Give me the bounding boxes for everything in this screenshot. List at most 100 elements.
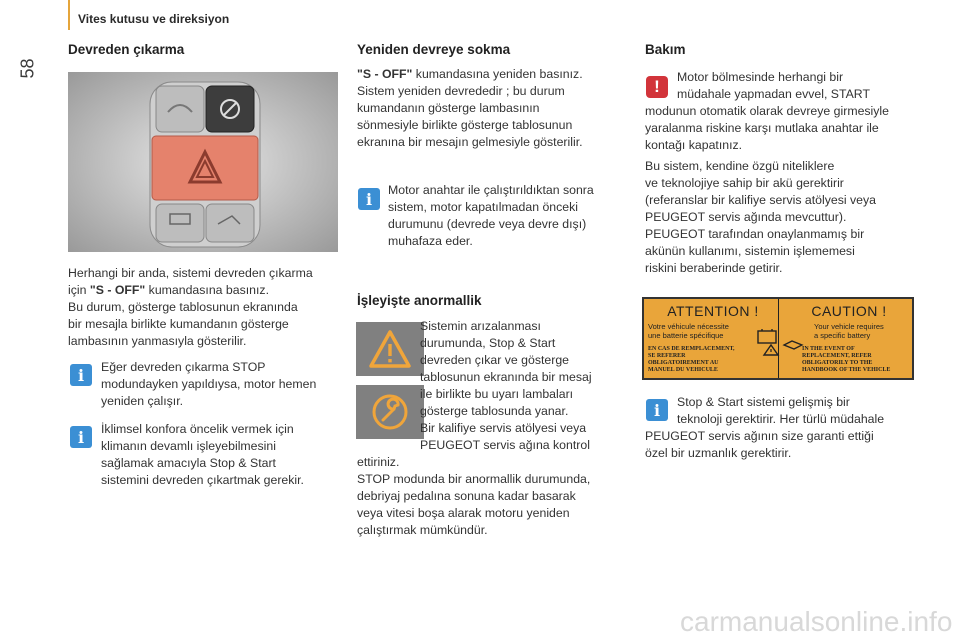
chapter-title: Vites kutusu ve direksiyon (78, 12, 230, 26)
label-attention-heading: ATTENTION ! (667, 303, 759, 319)
malfunction-line-4: tablosunun ekranında bir mesaj (420, 370, 592, 384)
info-icon: i (70, 426, 92, 448)
battery-line-4: PEUGEOT servis ağında mevcuttur). (645, 210, 847, 224)
info-note-stop-mode: Eğer devreden çıkarma STOP modundayken y… (101, 359, 351, 410)
info-memory-line-1: Motor anahtar ile çalıştırıldıktan sonra (388, 183, 594, 197)
warning-line-1: Motor bölmesinde herhangi bir (677, 70, 844, 84)
deactivation-line-2-pre: için (68, 283, 90, 297)
info-note-2-line-3: sağlamak amacıyla Stop & Start (101, 456, 276, 470)
info-note-1-line-2: modundayken yapıldıysa, motor hemen (101, 377, 317, 391)
wrench-glyph (372, 394, 408, 430)
malfunction-tail-line-3: debriyaj pedalına sonuna kadar basarak (357, 489, 576, 503)
page-number: 58 (16, 46, 40, 86)
reactivation-line-4: sönmesiyle birlikte gösterge tablosunun (357, 118, 573, 132)
deactivation-line-2-post: kumandasına basınız. (145, 283, 269, 297)
service-wrench-icon (356, 385, 424, 439)
reactivation-line-5: ekranına bir mesajın gelmesiyle gösteril… (357, 135, 583, 149)
battery-line-1: Bu sistem, kendine özgü niteliklere (645, 159, 835, 173)
malfunction-line-8: PEUGEOT servis ağına kontrol (420, 438, 590, 452)
info-memory-line-4: muhafaza eder. (388, 234, 473, 248)
section-title-maintenance: Bakım (645, 42, 686, 57)
maintenance-warning: Motor bölmesinde herhangi bir müdahale y… (677, 69, 917, 103)
warning-exclamation-icon: ! (646, 76, 668, 98)
info-note-1-line-3: yeniden çalışır. (101, 394, 184, 408)
label-french-column: ATTENTION ! Votre véhicule nécessite une… (648, 303, 778, 374)
section-title-reactivation: Yeniden devreye sokma (357, 42, 511, 57)
warning-triangle-icon (356, 322, 424, 376)
label-en-small-4: HANDBOOK OF THE VEHICLE (802, 367, 891, 373)
label-caution-heading: CAUTION ! (811, 303, 887, 319)
reactivation-line-1-post: kumandasına yeniden basınız. (412, 67, 583, 81)
battery-line-2: ve teknolojiye sahip bir akü gerektirir (645, 176, 844, 190)
malfunction-paragraph: Sistemin arızalanması durumunda, Stop & … (420, 318, 630, 454)
maintenance-warning-tail: modunun otomatik olarak devreye girmesiy… (645, 103, 925, 154)
info-memory-line-3: durumunu (devrede veya devre dışı) (388, 217, 587, 231)
warning-tail-line-3: kontağı kapatınız. (645, 138, 743, 152)
info-note-2-line-2: klimanın devamlı işleyebilmesini (101, 439, 276, 453)
deactivation-line-1: Herhangi bir anda, sistemi devreden çıka… (68, 266, 313, 280)
section-title-deactivation: Devreden çıkarma (68, 42, 185, 57)
info-note-technology: Stop & Start sistemi gelişmiş bir teknol… (677, 394, 917, 428)
warning-line-2: müdahale yapmadan evvel, START (677, 87, 870, 101)
malfunction-line-7: Bir kalifiye servis atölyesi veya (420, 421, 587, 435)
malfunction-line-2: durumunda, Stop & Start (420, 336, 556, 350)
reactivation-paragraph: "S - OFF" kumandasına yeniden basınız. S… (357, 66, 627, 151)
deactivation-line-4: bir mesajla birlikte kumandanın gösterge (68, 317, 289, 331)
info-tech-line-1: Stop & Start sistemi gelişmiş bir (677, 395, 850, 409)
section-title-malfunction: İşleyişte anormallik (357, 293, 482, 308)
reactivation-line-3: kumandanın gösterge lambasının (357, 101, 540, 115)
malfunction-line-6: gösterge tablosunda yanar. (420, 404, 569, 418)
label-fr-small-4: MANUEL DU VEHICULE (648, 367, 718, 373)
label-fr-small-2: SE REFERER (648, 353, 686, 359)
label-en-sub-1: Your vehicle requires (814, 322, 884, 331)
battery-paragraph: Bu sistem, kendine özgü niteliklere ve t… (645, 158, 925, 277)
info-note-1-line-1: Eğer devreden çıkarma STOP (101, 360, 266, 374)
warning-triangle-glyph (369, 330, 411, 368)
label-fr-sub-2: une batterie spécifique (648, 331, 724, 340)
battery-line-3: (referanslar bir kalifiye servis atölyes… (645, 193, 876, 207)
label-en-small-1: IN THE EVENT OF (802, 346, 855, 352)
malfunction-line-5: ile birlikte bu uyarı lambaları (420, 387, 574, 401)
malfunction-tail-line-4: veya vitesi boşa alarak motoru yeniden (357, 506, 570, 520)
info-icon: i (70, 364, 92, 386)
reactivation-line-2: Sistem yeniden devrededir ; bu durum (357, 84, 565, 98)
deactivation-line-5: lambasının yanmasıyla gösterilir. (68, 334, 247, 348)
label-en-small-2: REPLACEMENT, REFER (802, 353, 872, 359)
s-off-key-label: "S - OFF" (89, 283, 146, 297)
info-note-2-line-1: İklimsel konfora öncelik vermek için (101, 422, 294, 436)
malfunction-tail-line-5: çalıştırmak mümkündür. (357, 523, 488, 537)
label-english-small: IN THE EVENT OF REPLACEMENT, REFER OBLIG… (784, 346, 914, 374)
info-note-climate: İklimsel konfora öncelik vermek için kli… (101, 421, 351, 489)
header-accent-rule (68, 0, 70, 30)
malfunction-line-3: devreden çıkar ve gösterge (420, 353, 570, 367)
info-note-technology-tail: PEUGEOT servis ağının size garanti ettiğ… (645, 428, 925, 462)
label-french-sub: Votre véhicule nécessite une batterie sp… (648, 322, 778, 340)
battery-and-book-icon (757, 329, 804, 356)
battery-caution-label: ATTENTION ! Votre véhicule nécessite une… (642, 297, 914, 380)
battery-line-6: akünün kullanımı, sistemin işlememesi (645, 244, 855, 258)
s-off-key-label: "S - OFF" (357, 67, 413, 81)
label-french-small: EN CAS DE REMPLACEMENT, SE REFERER OBLIG… (648, 346, 778, 374)
info-tech-line-2: teknoloji gerektirir. Her türlü müdahale (677, 412, 885, 426)
label-fr-small-1: EN CAS DE REMPLACEMENT, (648, 346, 735, 352)
info-note-2-line-4: sistemini devreden çıkartmak gerekir. (101, 473, 304, 487)
label-english-column: CAUTION ! Your vehicle requires a specif… (784, 303, 914, 374)
info-tech-tail-line-1: PEUGEOT servis ağının size garanti ettiğ… (645, 429, 874, 443)
warning-tail-line-2: yaralanma riskine karşı mutlaka anahtar … (645, 121, 879, 135)
info-memory-line-2: sistem, motor kapatılmadan önceki (388, 200, 579, 214)
label-fr-small-3: OBLIGATOIREMENT AU (648, 360, 719, 366)
dashboard-switch-panel-illustration (68, 72, 338, 252)
info-note-memory: Motor anahtar ile çalıştırıldıktan sonra… (388, 182, 633, 250)
label-en-sub-2: a specific battery (814, 331, 871, 340)
s-off-button-photo (68, 72, 338, 252)
warning-tail-line-1: modunun otomatik olarak devreye girmesiy… (645, 104, 890, 118)
deactivation-line-3: Bu durum, gösterge tablosunun ekranında (68, 300, 298, 314)
battery-line-5: PEUGEOT tarafından onaylanmamış bir (645, 227, 865, 241)
deactivation-paragraph: Herhangi bir anda, sistemi devreden çıka… (68, 265, 348, 350)
battery-line-7: riskini beraberinde getirir. (645, 261, 783, 275)
info-icon: i (358, 188, 380, 210)
malfunction-tail-line-2: STOP modunda bir anormallik durumunda, (357, 472, 591, 486)
info-tech-tail-line-2: özel bir uzmanlık gerektirir. (645, 446, 792, 460)
label-en-small-3: OBLIGATORILY TO THE (802, 360, 873, 366)
malfunction-tail-line-1: ettiriniz. (357, 455, 400, 469)
